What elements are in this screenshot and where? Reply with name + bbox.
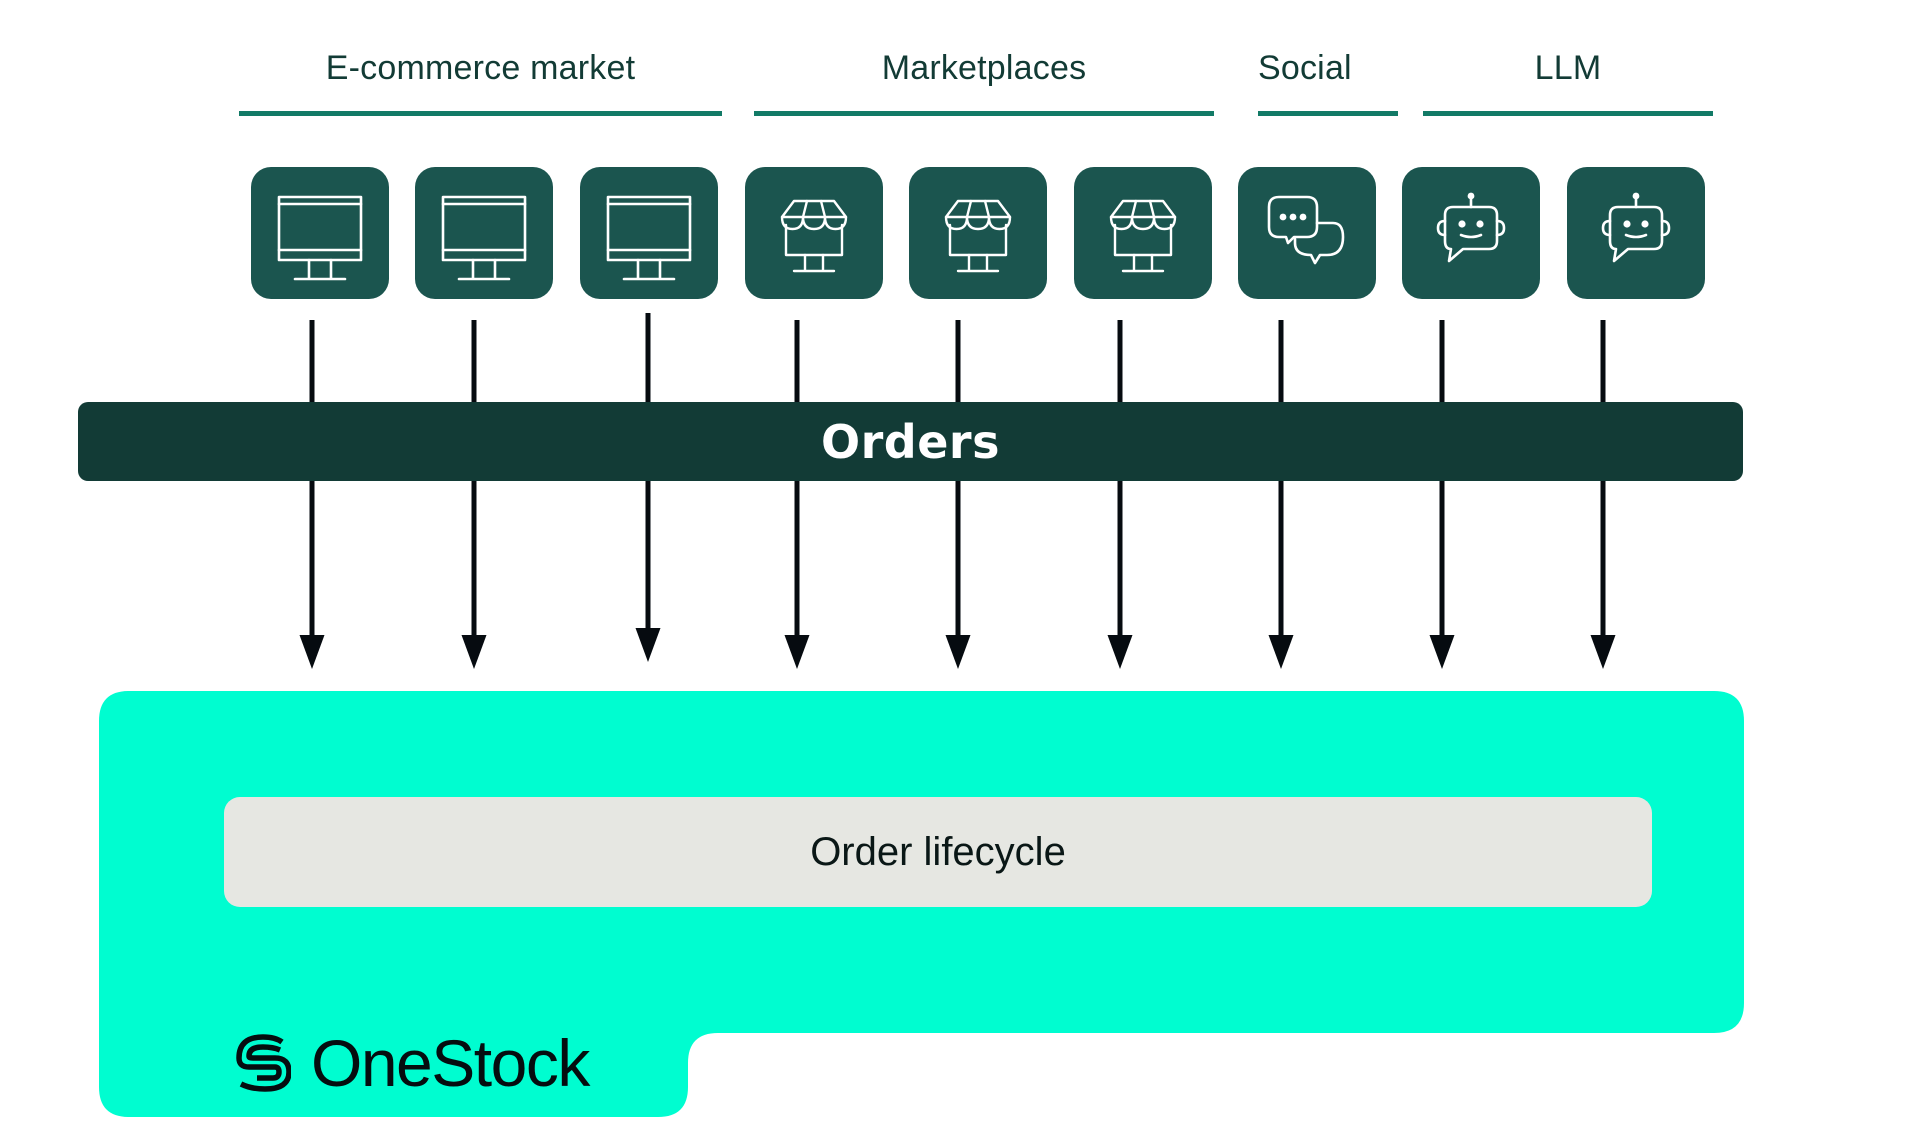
- order-lifecycle-label: Order lifecycle: [810, 829, 1066, 874]
- arrow-head: [1107, 635, 1133, 669]
- arrow-head: [299, 635, 325, 669]
- orders-label: Orders: [821, 414, 1000, 469]
- channel-marketplace-3: [1074, 167, 1212, 299]
- arrow-head: [945, 635, 971, 669]
- orders-bar: Orders: [78, 402, 1743, 481]
- order-lifecycle-box: Order lifecycle: [224, 797, 1652, 907]
- channel-ecommerce-1: [251, 167, 389, 299]
- group-label-social: Social: [1258, 49, 1352, 87]
- arrow-head: [1590, 635, 1616, 669]
- group-underline-ecommerce: [239, 111, 722, 116]
- group-label-llm: LLM: [1534, 49, 1602, 87]
- onestock-logo-icon: [236, 1034, 291, 1092]
- channel-marketplace-1: [745, 167, 883, 299]
- channel-ecommerce-3: [580, 167, 718, 299]
- channel-llm-2: [1567, 167, 1705, 299]
- onestock-logo: OneStock: [235, 1026, 590, 1100]
- channel-marketplace-2: [909, 167, 1047, 299]
- channel-llm-1: [1402, 167, 1540, 299]
- onestock-brand-name: OneStock: [311, 1026, 590, 1100]
- channel-social-1: [1238, 167, 1376, 299]
- group-underline-llm: [1423, 111, 1713, 116]
- group-underline-marketplaces: [754, 111, 1214, 116]
- arrow-head: [1268, 635, 1294, 669]
- arrow-head: [461, 635, 487, 669]
- arrow-head: [635, 628, 661, 662]
- group-underline-social: [1258, 111, 1398, 116]
- arrow-head: [784, 635, 810, 669]
- arrow-head: [1429, 635, 1455, 669]
- channel-ecommerce-2: [415, 167, 553, 299]
- group-label-ecommerce: E-commerce market: [325, 49, 636, 87]
- group-label-marketplaces: Marketplaces: [881, 49, 1087, 87]
